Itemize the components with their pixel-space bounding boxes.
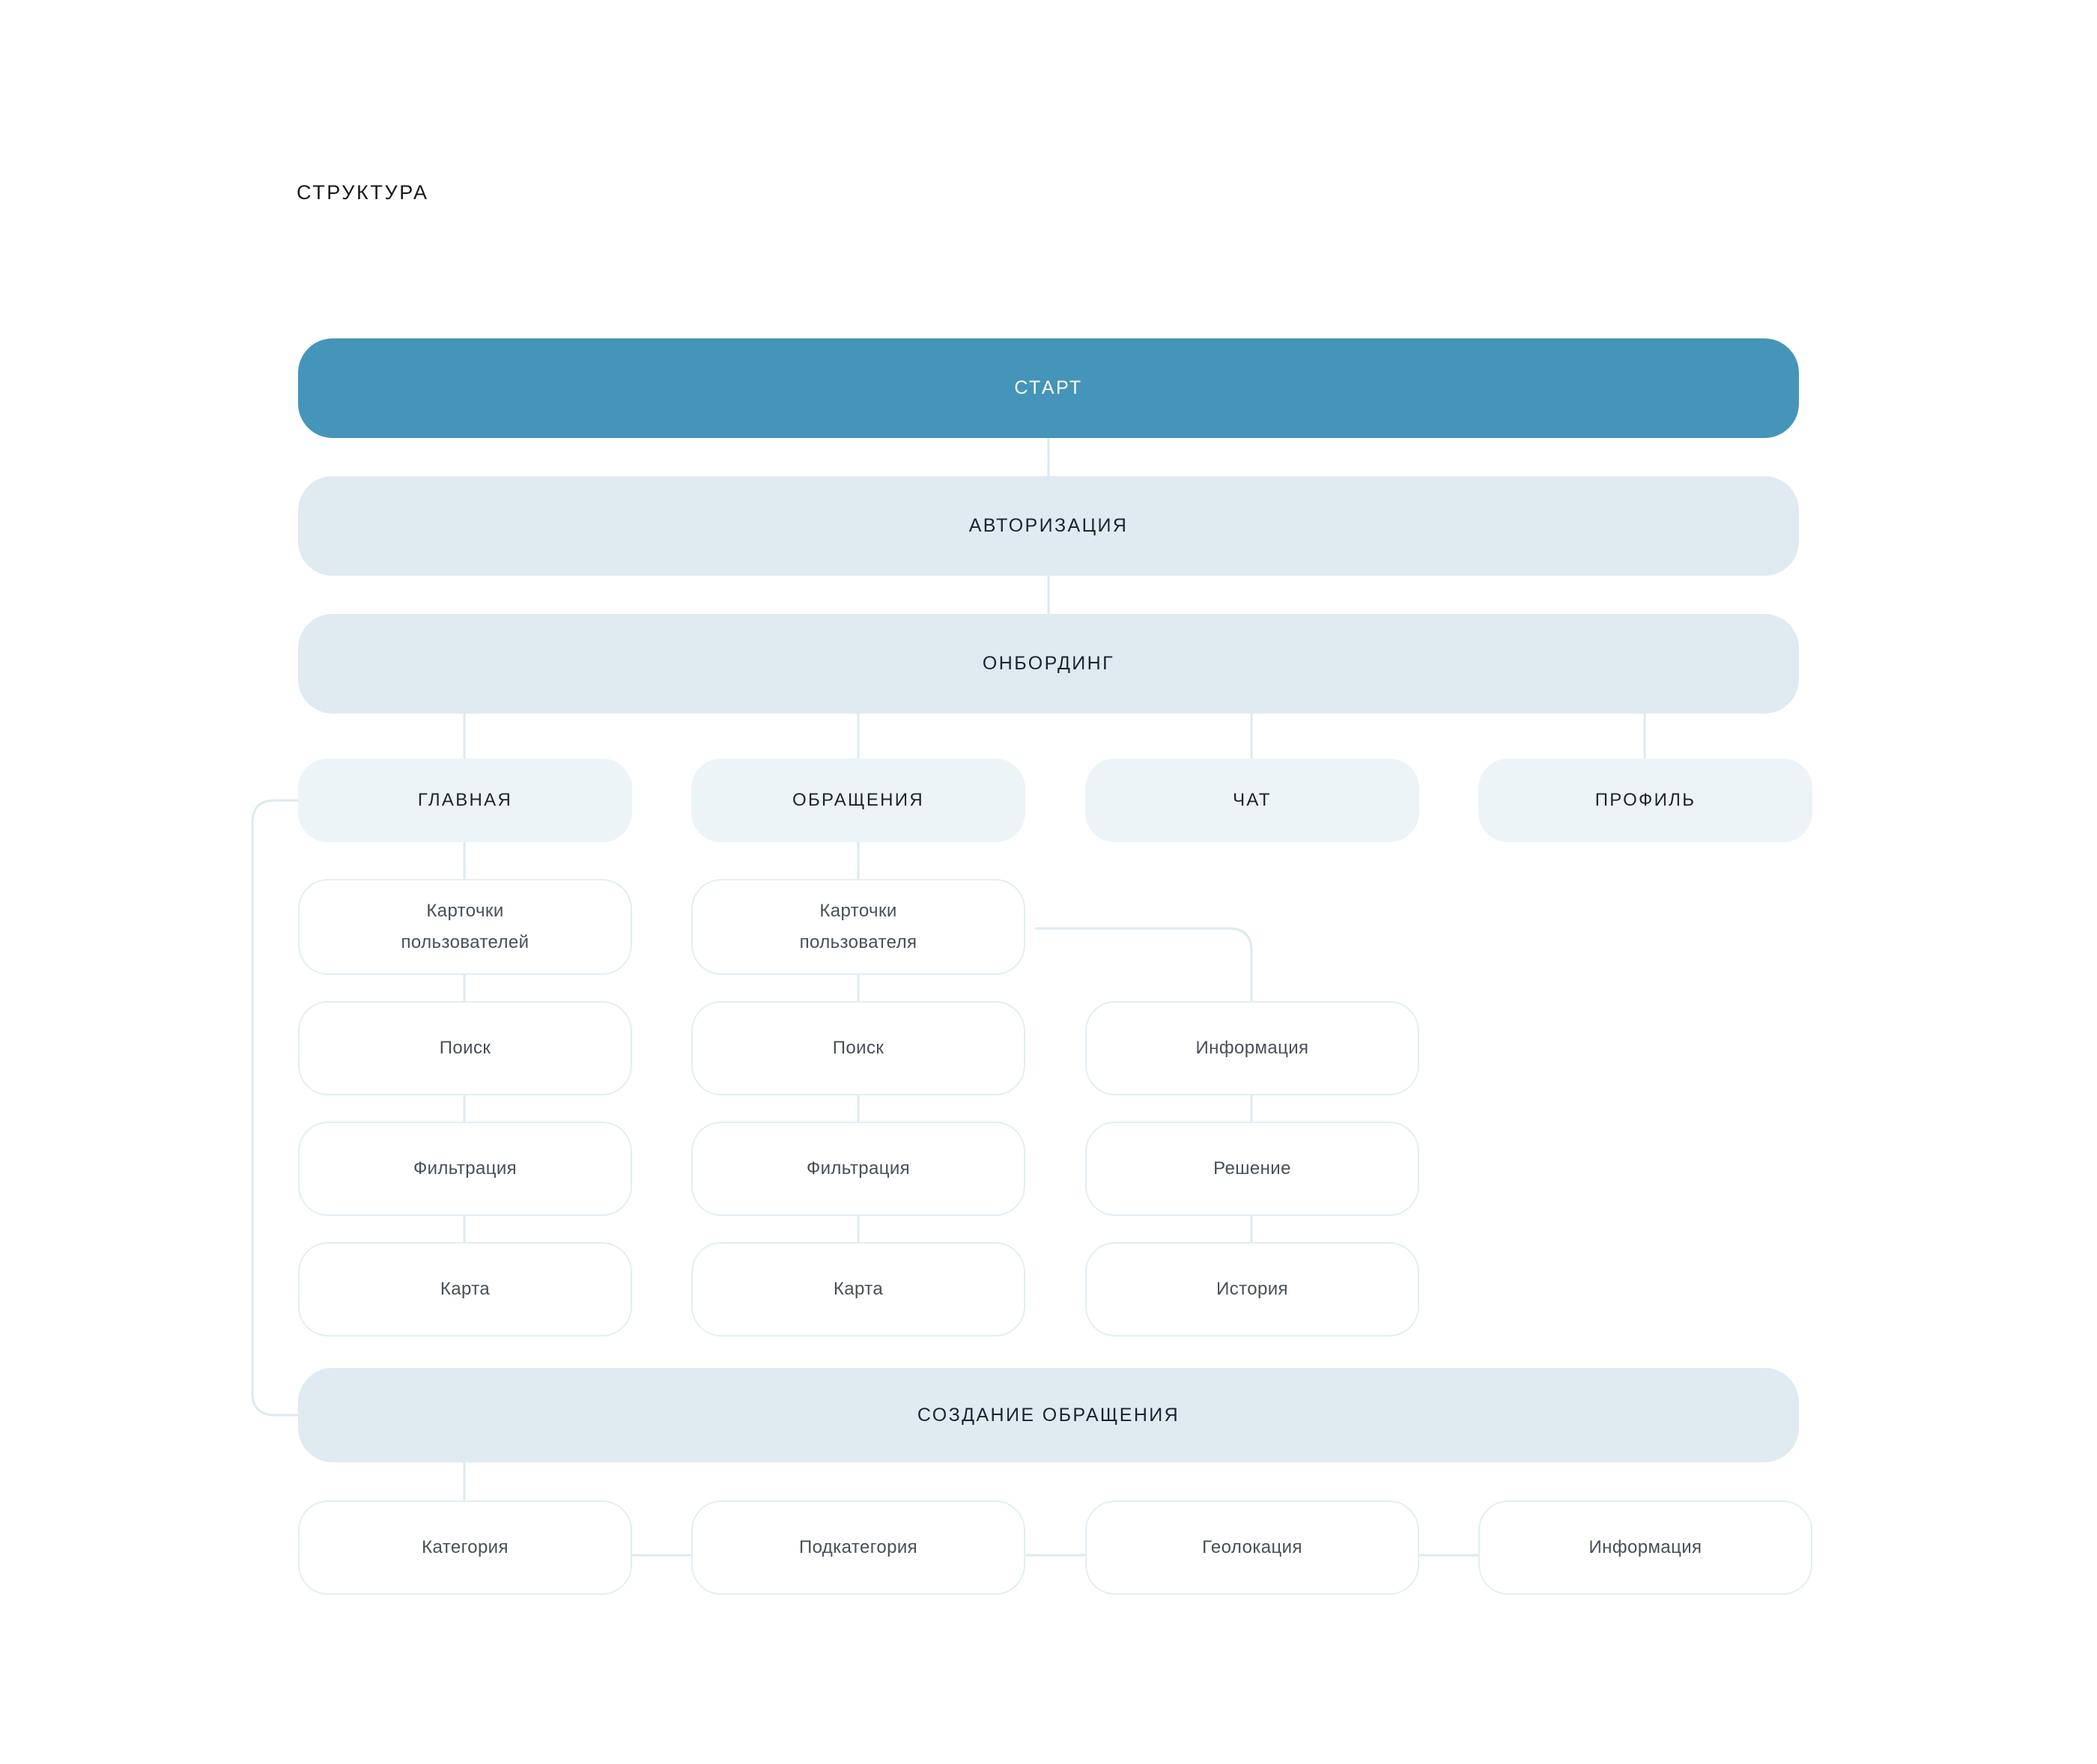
card-detail-info[interactable]: Информация xyxy=(1085,1001,1419,1095)
card-main-search[interactable]: Поиск xyxy=(298,1001,632,1095)
node-tab-chat[interactable]: ЧАТ xyxy=(1085,758,1419,842)
card-step-information[interactable]: Информация xyxy=(1478,1500,1812,1595)
card-step-subcategory[interactable]: Подкатегория xyxy=(691,1500,1025,1595)
card-main-map[interactable]: Карта xyxy=(298,1242,632,1336)
page-title: СТРУКТУРА xyxy=(297,181,429,204)
card-req-map[interactable]: Карта xyxy=(691,1242,1025,1336)
node-create-request[interactable]: СОЗДАНИЕ ОБРАЩЕНИЯ xyxy=(298,1368,1799,1462)
link-main-to-create xyxy=(251,799,298,1417)
node-onboarding[interactable]: ОНБОРДИНГ xyxy=(298,614,1799,714)
node-start[interactable]: СТАРТ xyxy=(298,338,1799,438)
card-step-category[interactable]: Категория xyxy=(298,1500,632,1595)
node-authorization[interactable]: АВТОРИЗАЦИЯ xyxy=(298,476,1799,576)
card-step-geolocation[interactable]: Геолокация xyxy=(1085,1500,1419,1595)
card-req-search[interactable]: Поиск xyxy=(691,1001,1025,1095)
card-detail-solution[interactable]: Решение xyxy=(1085,1122,1419,1216)
node-tab-requests[interactable]: ОБРАЩЕНИЯ xyxy=(691,758,1025,842)
card-main-filter[interactable]: Фильтрация xyxy=(298,1122,632,1216)
node-tab-profile[interactable]: ПРОФИЛЬ xyxy=(1478,758,1812,842)
link-reqcard-to-info xyxy=(1035,927,1253,1001)
node-tab-main[interactable]: ГЛАВНАЯ xyxy=(298,758,632,842)
card-detail-history[interactable]: История xyxy=(1085,1242,1419,1336)
card-req-filter[interactable]: Фильтрация xyxy=(691,1122,1025,1216)
